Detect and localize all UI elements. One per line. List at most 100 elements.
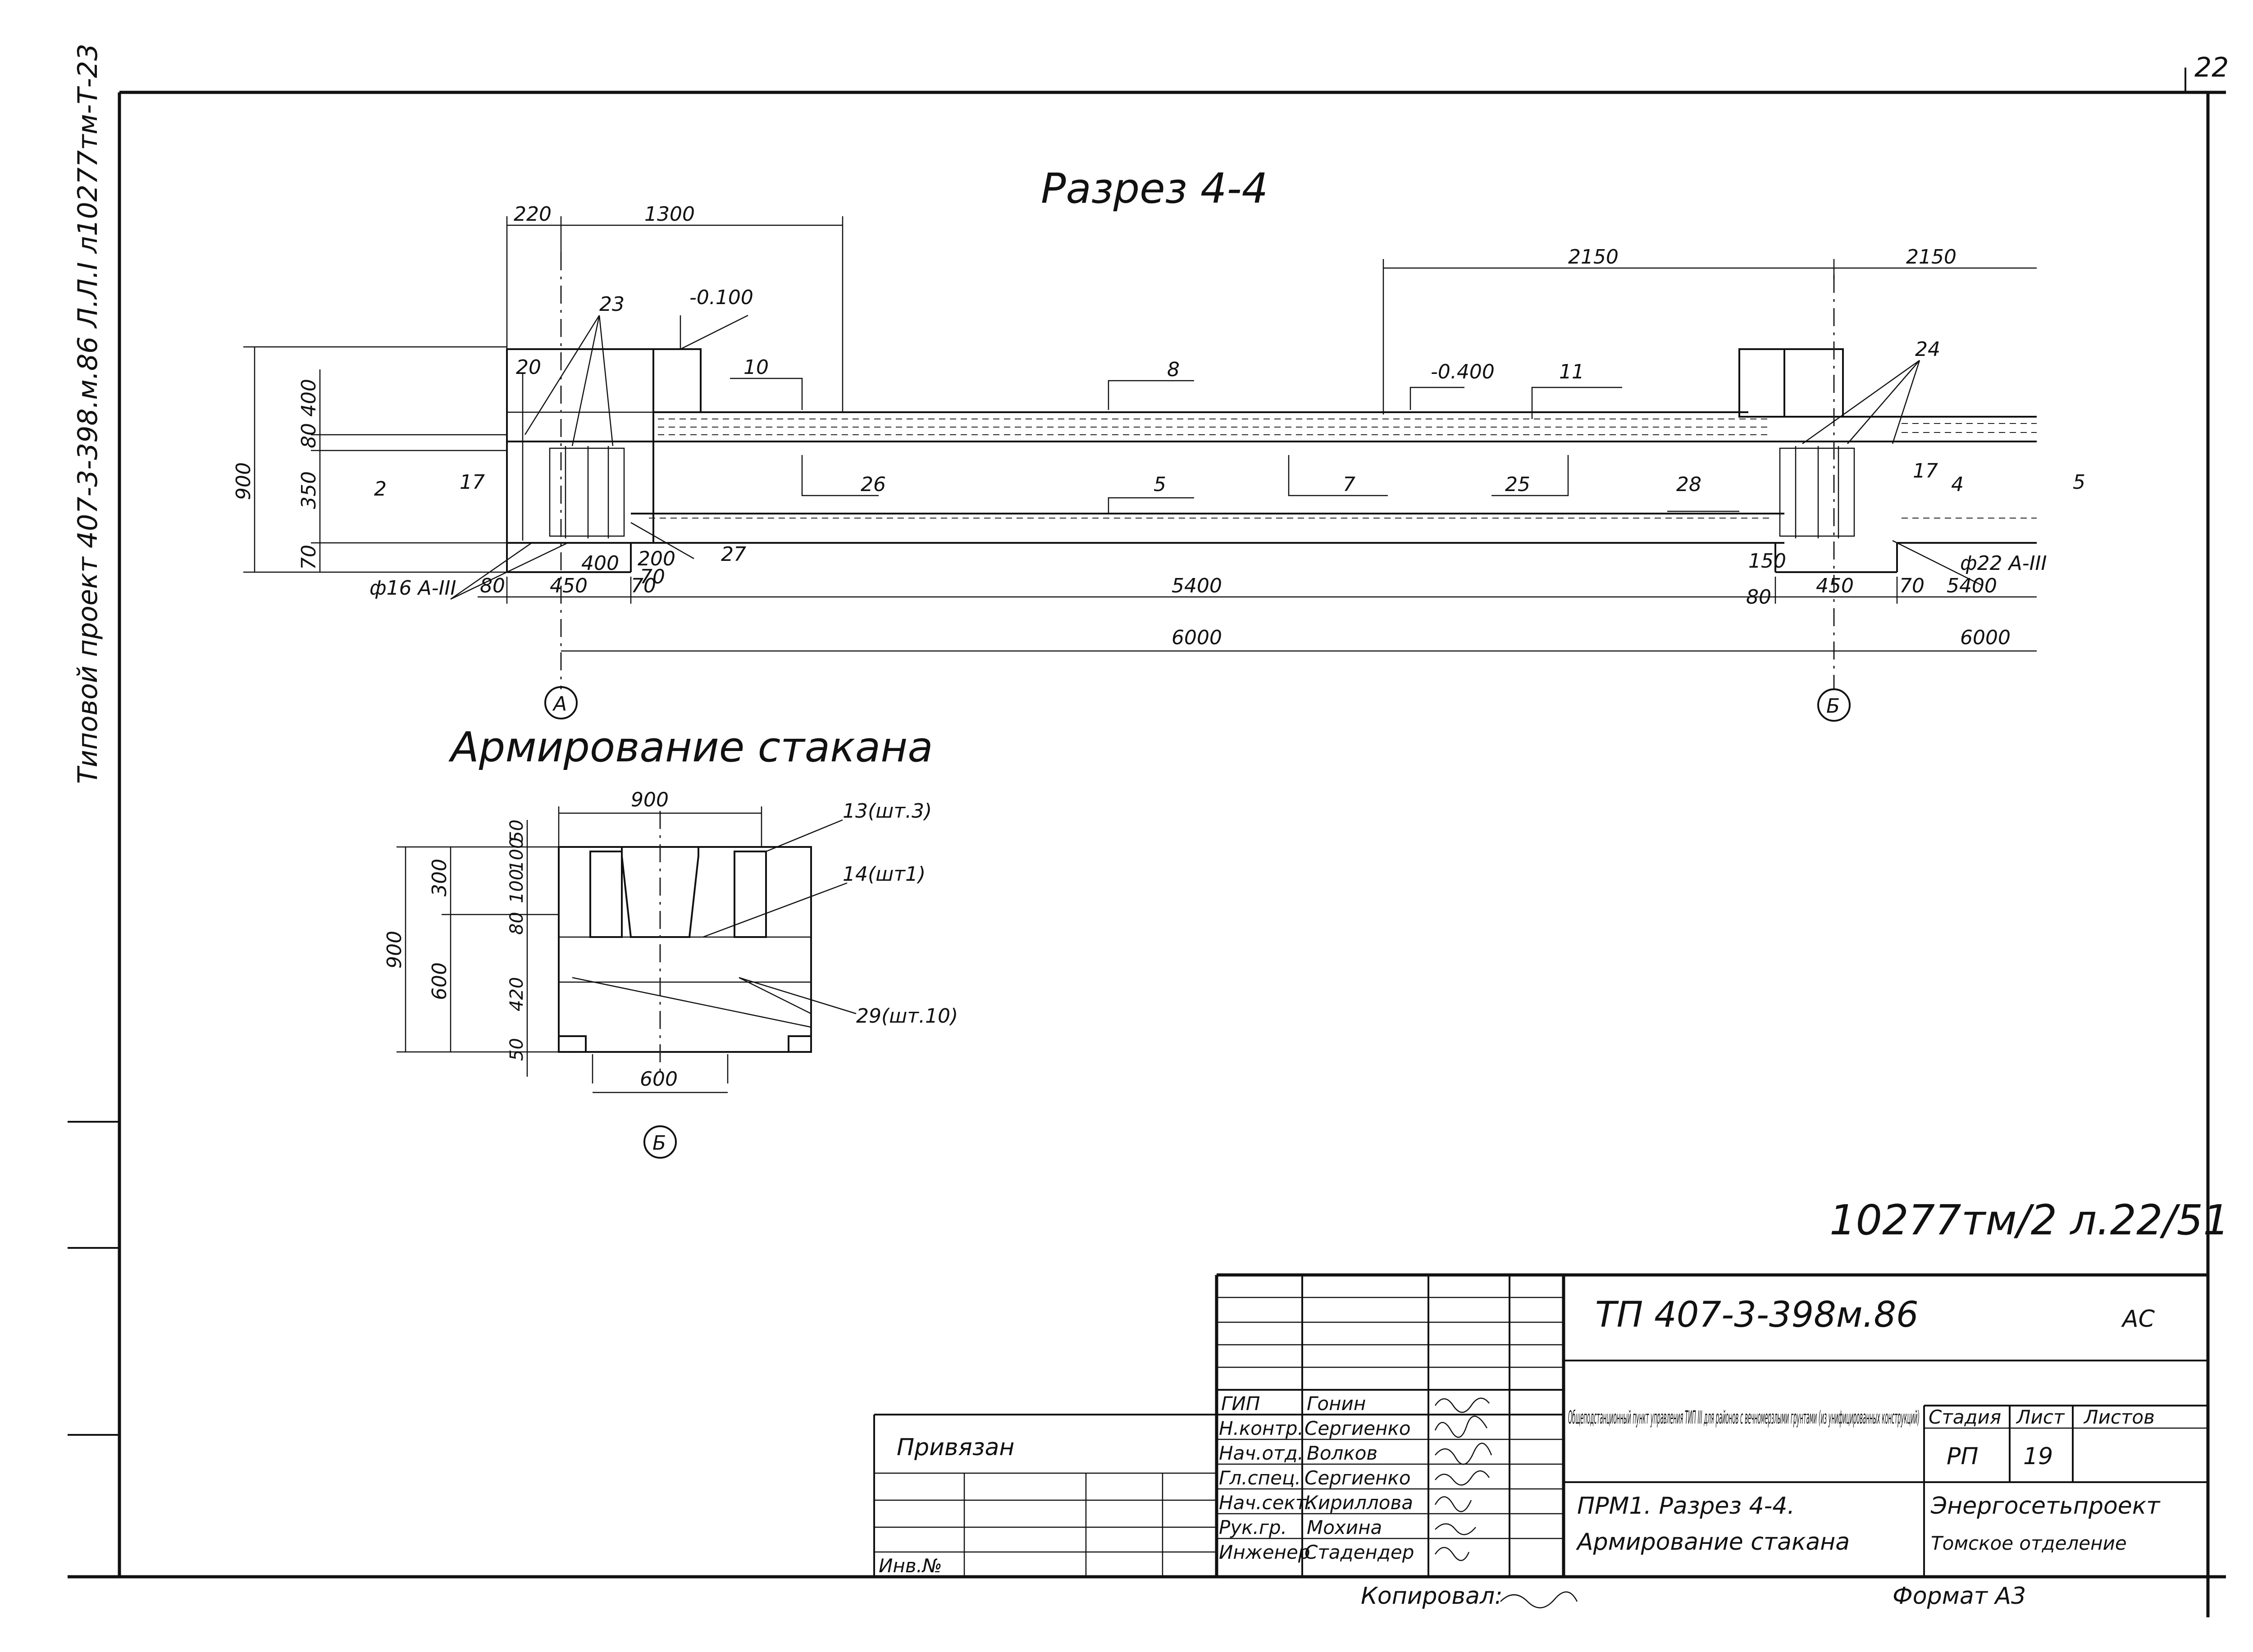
rebar-left: ф16 А-III	[369, 577, 456, 600]
dim-bottom-6000-b: 6000	[1960, 626, 2011, 649]
mark-5-b: 5	[2073, 471, 2085, 494]
cup-dim-100-a: 100	[506, 837, 527, 872]
tb-col-sheet: Лист	[2016, 1406, 2065, 1428]
dim-left-70: 70	[297, 545, 320, 570]
dim-bottom-400: 400	[581, 552, 619, 575]
mark-24: 24	[1915, 338, 1940, 361]
tb-name-0: Гонин	[1307, 1393, 1366, 1415]
tb-org-1: Энергосетьпроект	[1930, 1493, 2161, 1520]
cup-dim-50-top: 50	[506, 819, 527, 842]
tb-inv-no: Инв.№	[879, 1555, 942, 1577]
dim-bottom-70-c: 70	[640, 565, 665, 588]
title-block-labels: ТП 407-3-398м.86 АС Общеподстанционный п…	[879, 1295, 2161, 1610]
dim-2150-a: 2150	[1568, 246, 1619, 269]
tb-col-stage: Стадия	[1929, 1406, 2001, 1428]
dim-bottom-200: 200	[638, 547, 675, 570]
dim-bottom-150: 150	[1748, 550, 1786, 573]
mark-20: 20	[516, 356, 541, 379]
tb-role-5: Рук.гр.	[1219, 1516, 1287, 1538]
tb-sheet-title-1: ПРМ1. Разрез 4-4.	[1577, 1493, 1795, 1520]
sheet-frame	[68, 68, 2226, 1617]
cup-dim-900-top: 900	[631, 788, 669, 811]
dim-bottom-6000-a: 6000	[1172, 626, 1222, 649]
mark-8: 8	[1167, 358, 1180, 381]
dim-left-400: 400	[297, 379, 320, 417]
tb-name-5: Мохина	[1307, 1516, 1382, 1538]
section-4-4-drawing	[243, 216, 2037, 722]
mark-17-a: 17	[460, 471, 485, 494]
dim-bottom-5400-b: 5400	[1947, 574, 1997, 597]
side-project-text: Типовой проект 407-3-398.м.86 Л.Л.I л102…	[72, 44, 104, 784]
tb-project-code: ТП 407-3-398м.86	[1595, 1295, 1919, 1335]
tb-name-4: Кириллова	[1304, 1492, 1413, 1514]
cup-dim-100-b: 100	[506, 869, 527, 903]
tb-role-0: ГИП	[1221, 1393, 1260, 1415]
mark-10: 10	[743, 356, 769, 379]
page-number: 22	[2194, 52, 2229, 83]
tb-name-3: Сергиенко	[1304, 1467, 1411, 1489]
cup-axis-b-label: Б	[652, 1132, 666, 1155]
title-block	[873, 1273, 2208, 1577]
tb-sheet: 19	[2023, 1443, 2053, 1470]
section-title: Разрез 4-4	[1041, 164, 1268, 213]
cup-dim-900-left: 900	[383, 931, 406, 969]
dim-2150-b: 2150	[1906, 246, 1957, 269]
dim-bottom-70-b: 70	[1899, 574, 1925, 597]
elevation-minus-0400: -0.400	[1431, 360, 1495, 383]
archive-note: 10277тм/2 л.22/51	[1829, 1196, 2230, 1244]
cup-dim-300: 300	[428, 859, 451, 897]
mark-5-a: 5	[1154, 473, 1166, 496]
tb-org-2: Томское отделение	[1931, 1532, 2127, 1554]
tb-name-6: Стадендер	[1304, 1541, 1414, 1563]
cup-dim-50-bottom: 50	[506, 1038, 527, 1061]
elevation-minus-0100: -0.100	[689, 286, 753, 309]
tb-role-3: Гл.спец.	[1219, 1467, 1301, 1489]
dim-1300: 1300	[644, 203, 695, 226]
tb-description: Общеподстанционный пункт управления ТИП …	[1568, 1407, 1920, 1428]
tb-stage: РП	[1947, 1443, 1978, 1470]
tb-role-4: Нач.сект.	[1219, 1492, 1313, 1514]
rebar-right: ф22 А-III	[1960, 552, 2047, 575]
axis-b-label: Б	[1826, 695, 1840, 718]
cup-callout-29: 29(шт.10)	[856, 1005, 958, 1028]
mark-17-b: 17	[1913, 460, 1938, 482]
cup-callout-14: 14(шт1)	[843, 863, 926, 886]
signatures	[1434, 1397, 1578, 1609]
mark-27: 27	[721, 543, 746, 566]
dim-left-350: 350	[297, 471, 320, 509]
tb-copied: Копировал:	[1361, 1583, 1503, 1610]
cup-labels: 900 600 900 300 600 50 100 100 80 420 50…	[383, 788, 958, 1155]
cup-dim-80: 80	[506, 912, 527, 935]
dim-bottom-80-b: 80	[1746, 586, 1771, 609]
tb-format: Формат А3	[1893, 1583, 2026, 1610]
mark-11: 11	[1559, 360, 1584, 383]
tb-role-1: Н.контр.	[1219, 1417, 1304, 1439]
cup-dim-420: 420	[506, 977, 527, 1011]
mark-26: 26	[861, 473, 886, 496]
dim-bottom-80-a: 80	[480, 574, 505, 597]
tb-role-6: Инженер	[1219, 1541, 1310, 1563]
mark-25: 25	[1505, 473, 1530, 496]
dim-left-900: 900	[232, 462, 255, 500]
tb-role-2: Нач.отд.	[1219, 1442, 1304, 1464]
cup-callout-13: 13(шт.3)	[843, 800, 932, 823]
mark-23: 23	[599, 293, 625, 316]
tb-name-2: Волков	[1307, 1442, 1377, 1464]
cup-dim-600-bottom: 600	[640, 1068, 678, 1091]
dim-bottom-5400-a: 5400	[1172, 574, 1222, 597]
mark-7: 7	[1343, 473, 1355, 496]
dim-bottom-70-a: 70	[631, 574, 656, 597]
mark-4: 4	[1951, 473, 1964, 496]
tb-stamp: АС	[2121, 1306, 2155, 1333]
tb-name-1: Сергиенко	[1304, 1417, 1411, 1439]
cup-title: Армирование стакана	[448, 723, 933, 771]
tb-col-sheets: Листов	[2083, 1406, 2155, 1428]
dim-bottom-450-b: 450	[1816, 574, 1854, 597]
dim-bottom-450-a: 450	[550, 574, 588, 597]
cup-dim-600: 600	[428, 962, 451, 1000]
dim-left-80: 80	[297, 423, 320, 448]
section-labels: 2 20 1300 2150 2150 -0.100 -0.400 900 400…	[232, 203, 2085, 718]
mark-2: 2	[374, 478, 387, 501]
